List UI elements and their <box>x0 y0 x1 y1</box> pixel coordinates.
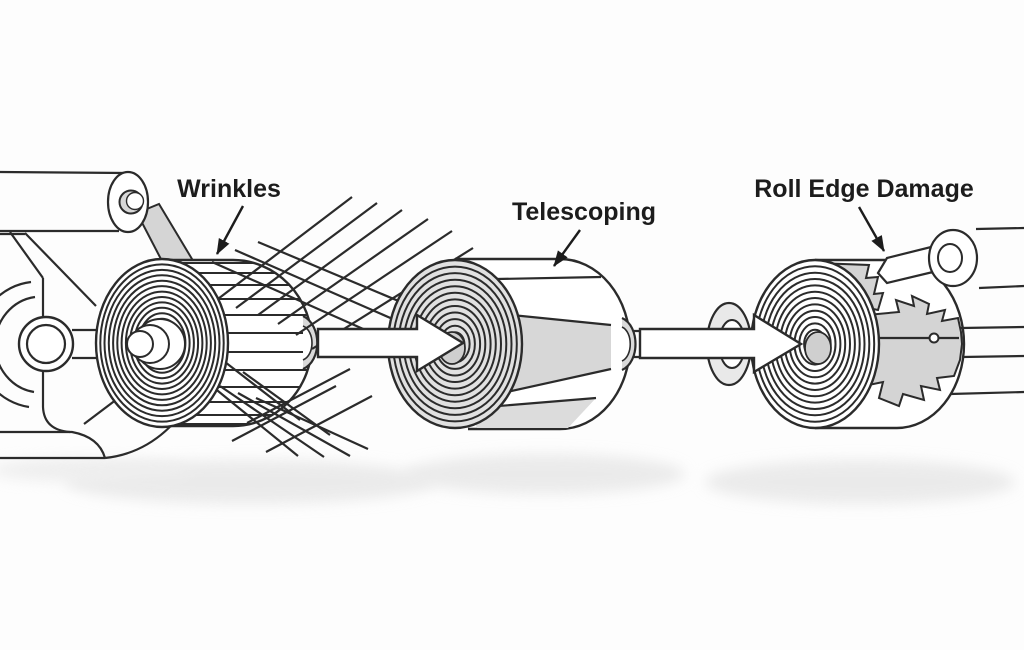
damage-patch-center <box>855 294 964 408</box>
wrinkle-line <box>219 385 325 458</box>
wrinkle-line <box>213 196 353 303</box>
wrinkle-line <box>224 361 301 421</box>
winding-ring <box>116 285 208 401</box>
roll-edge-damage-label: Roll Edge Damage <box>754 175 974 203</box>
wrinkle-line <box>246 368 351 424</box>
frame-arm-arc-inner <box>0 295 36 394</box>
wrinkle-line <box>255 396 369 451</box>
web-line <box>975 226 1024 231</box>
web-line <box>978 284 1024 290</box>
idler-roller-core-highlight <box>125 191 145 211</box>
shadow-unwind-stand <box>0 458 190 482</box>
web-line <box>960 325 1024 330</box>
winding-ring <box>124 296 200 390</box>
damaged-roll <box>749 228 979 430</box>
frame-foot-corner <box>41 406 71 434</box>
roll-core <box>804 331 832 365</box>
wrinkle-line <box>257 209 403 316</box>
web-lines-right <box>949 226 1024 396</box>
frame-foot-top <box>0 430 107 459</box>
rider-roller-core <box>937 243 963 273</box>
wrinkle-line <box>234 248 396 322</box>
frame-bevel-edge-outer <box>24 232 97 307</box>
winding-ring <box>120 290 204 396</box>
web-line <box>961 354 1024 359</box>
wrinkle-line <box>257 240 421 312</box>
telescope-top-layer-edge <box>496 275 602 281</box>
damage-mark-dot <box>928 332 940 344</box>
flow-arrow-left <box>316 312 466 374</box>
wrinkle-line <box>231 385 337 442</box>
winding-ring <box>103 268 221 418</box>
wrinkle-radiating-lines <box>201 196 474 458</box>
flow-arrow-right <box>638 312 804 375</box>
wrinkle-line <box>235 202 378 309</box>
frame-bevel-edge <box>9 231 44 279</box>
winding-ring <box>112 279 212 407</box>
winding-ring <box>99 263 225 423</box>
telescope-lower-band <box>470 398 596 428</box>
frame-arm-arc-outer <box>0 280 32 409</box>
telescoping-label: Telescoping <box>512 198 656 226</box>
roll-edge-damage-pointer-arrow <box>857 206 886 252</box>
wrinkled-roll <box>94 196 474 458</box>
wrinkles-pointer-arrow <box>215 205 245 255</box>
idler-roller-top-edge <box>0 170 127 175</box>
winding-ring <box>107 274 217 412</box>
wrinkle-line <box>295 230 453 336</box>
wrinkle-line <box>277 218 429 325</box>
shadows <box>0 454 1015 504</box>
wrinkles-label: Wrinkles <box>177 175 281 203</box>
stand-hub-inner <box>25 323 67 365</box>
web-line <box>949 390 1024 396</box>
shadow-damaged-roll <box>705 460 1015 504</box>
telescoping-pointer-arrow <box>553 229 581 267</box>
wrinkle-line <box>237 392 351 457</box>
chuck-step-small <box>126 330 154 358</box>
shaft-end-bulge-inner <box>621 326 632 362</box>
shadow-telescoped-roll <box>405 454 685 494</box>
wrinkle-line <box>211 260 371 334</box>
wrinkle-line <box>265 395 373 453</box>
